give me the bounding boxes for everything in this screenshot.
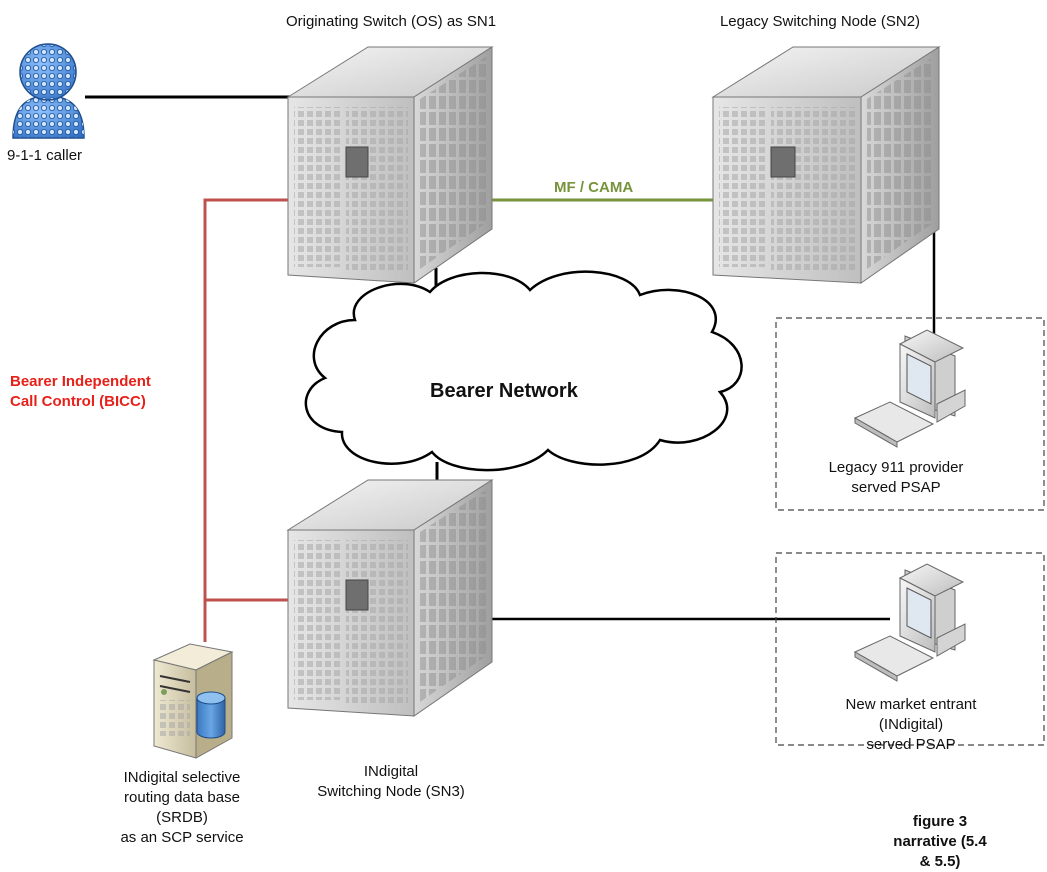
bearer-network-label: Bearer Network xyxy=(430,380,578,402)
caller-label: 9-1-1 caller xyxy=(7,147,83,164)
link-bicc xyxy=(203,198,290,642)
sn3-label: INdigital Switching Node (SN3) xyxy=(317,763,465,800)
psap-legacy-frame xyxy=(775,317,1045,511)
bearer-network-cloud-icon xyxy=(304,270,743,472)
database-icon xyxy=(196,691,226,739)
bicc-label: Bearer Independent Call Control (BICC) xyxy=(10,373,151,410)
psap-new-computer-icon xyxy=(853,563,966,682)
switch-sn3-icon xyxy=(286,479,494,717)
switch-sn1-icon xyxy=(286,46,494,284)
psap-legacy-label: Legacy 911 provider served PSAP xyxy=(828,459,964,496)
sn1-label: Originating Switch (OS) as SN1 xyxy=(285,13,497,30)
psap-new-label: New market entrant (INdigital) served PS… xyxy=(845,696,977,753)
figure-caption: figure 3 narrative (5.4 & 5.5) xyxy=(893,813,987,870)
switch-sn2-icon xyxy=(711,46,941,284)
psap-new-frame xyxy=(775,552,1045,746)
mf-cama-label: MF / CAMA xyxy=(554,179,634,196)
caller-person-icon xyxy=(12,43,85,139)
psap-legacy-computer-icon xyxy=(853,329,966,448)
sn2-label: Legacy Switching Node (SN2) xyxy=(719,13,921,30)
srdb-label: INdigital selective routing data base (S… xyxy=(120,769,244,846)
